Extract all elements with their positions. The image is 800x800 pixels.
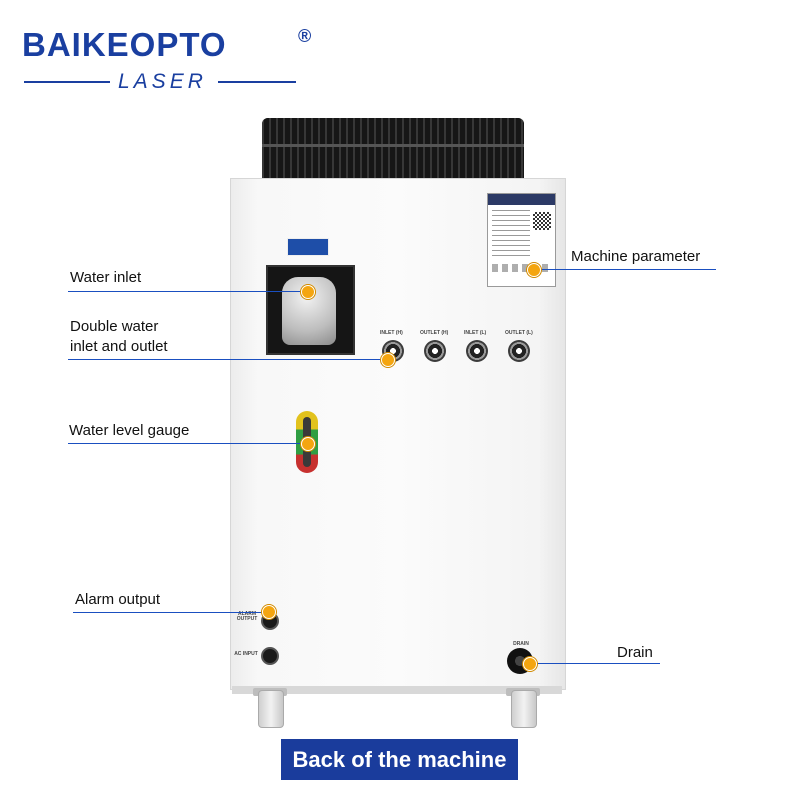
- leader-line-level-gauge: [68, 443, 308, 444]
- callout-alarm-output: Alarm output: [75, 591, 161, 608]
- brand-logo: BAIKEOPTO ® LASER: [22, 26, 322, 98]
- caster-wheel-right: [511, 690, 537, 728]
- caster-wheel-left: [258, 690, 284, 728]
- marker-alarm-output: [262, 605, 276, 619]
- leader-line-drain: [530, 663, 660, 664]
- port-outlet-l: [508, 340, 530, 362]
- water-inlet-panel: [266, 265, 355, 355]
- marker-drain: [523, 657, 537, 671]
- port-label-3: INLET (L): [464, 330, 487, 336]
- callout-drain: Drain: [617, 644, 653, 661]
- alarm-output-label: ALARM OUTPUT: [236, 611, 258, 622]
- fan-grill: [262, 118, 524, 182]
- callout-level-gauge: Water level gauge: [69, 422, 190, 439]
- marker-water-inlet: [301, 285, 315, 299]
- callout-water-inlet: Water inlet: [70, 269, 142, 286]
- logo-sub-text: LASER: [118, 70, 207, 93]
- leader-line-double-port: [68, 359, 388, 360]
- logo-registered-mark: ®: [298, 26, 312, 46]
- callout-double-line1: Double water: [70, 318, 159, 335]
- leader-line-water-inlet: [68, 291, 308, 292]
- logo-brand-text: BAIKEOPTO: [22, 26, 227, 63]
- port-inlet-l: [466, 340, 488, 362]
- warning-sticker: [287, 238, 329, 256]
- callout-double-line2: inlet and outlet: [70, 338, 168, 355]
- marker-level-gauge: [301, 437, 315, 451]
- ac-input-connector: [261, 647, 279, 665]
- port-label-1: INLET (H): [380, 330, 403, 336]
- qr-code-icon: [533, 212, 551, 230]
- port-outlet-h: [424, 340, 446, 362]
- machine-base: [232, 686, 562, 694]
- logo-line-left: [24, 81, 110, 83]
- caption-banner: Back of the machine: [281, 739, 518, 780]
- logo-line-right: [218, 81, 296, 83]
- leader-line-machine-parameter: [534, 269, 716, 270]
- ac-input-label: AC INPUT: [234, 651, 258, 657]
- nameplate: [487, 193, 556, 287]
- callout-machine-parameter: Machine parameter: [571, 248, 701, 265]
- port-label-2: OUTLET (H): [420, 330, 449, 336]
- drain-label: DRAIN: [513, 641, 529, 647]
- marker-double-port: [381, 353, 395, 367]
- leader-line-alarm-output: [73, 612, 269, 613]
- marker-machine-parameter: [527, 263, 541, 277]
- port-label-4: OUTLET (L): [505, 330, 533, 336]
